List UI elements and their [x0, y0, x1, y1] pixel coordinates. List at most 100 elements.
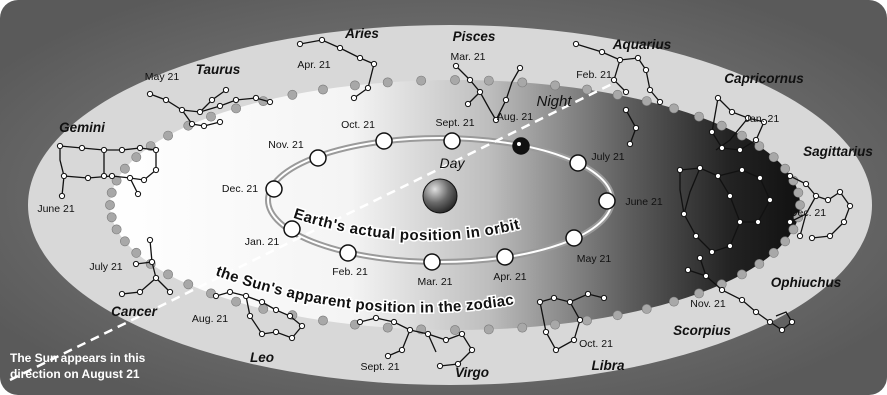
zodiac-label-sept: Sept. 21	[360, 361, 399, 373]
zodiac-dot	[769, 248, 778, 257]
zodiac-dot	[107, 213, 116, 222]
orbit-position-may	[566, 230, 582, 246]
zodiac-dot	[259, 304, 268, 313]
zodiac-label-july: July 21	[89, 261, 122, 273]
constellation-label-aquarius: Aquarius	[612, 37, 672, 52]
zodiac-dot	[769, 153, 778, 162]
zodiac-dot	[717, 121, 726, 130]
zodiac-dot	[164, 131, 173, 140]
constellation-label-scorpius: Scorpius	[673, 323, 731, 338]
zodiac-dot	[551, 81, 560, 90]
orbit-label-july: July 21	[591, 151, 624, 163]
orbit-label-oct: Oct. 21	[341, 119, 375, 131]
zodiac-dot	[417, 76, 426, 85]
zodiac-label-mar: Mar. 21	[450, 51, 485, 63]
constellation-label-aries: Aries	[344, 26, 379, 41]
zodiac-dot	[288, 90, 297, 99]
zodiac-dot	[551, 320, 560, 329]
zodiac-dot	[613, 90, 622, 99]
zodiac-dot	[450, 75, 459, 84]
orbit-label-aug: Aug. 21	[497, 111, 533, 123]
zodiac-dot	[484, 76, 493, 85]
constellation-label-ophiuchus: Ophiuchus	[771, 275, 842, 290]
zodiac-dot	[132, 153, 141, 162]
constellation-label-gemini: Gemini	[59, 120, 105, 135]
orbit-label-jan: Jan. 21	[245, 236, 280, 248]
zodiac-dot	[350, 81, 359, 90]
callout-line-1: The Sun appears in this	[10, 351, 146, 365]
orbit-position-nov	[310, 150, 326, 166]
zodiac-dot	[755, 259, 764, 268]
zodiac-label-dec: Dec. 21	[790, 207, 826, 219]
zodiac-dot	[318, 316, 327, 325]
zodiac-dot	[781, 164, 790, 173]
zodiac-label-apr: Apr. 21	[297, 59, 330, 71]
orbit-label-june: June 21	[625, 196, 663, 208]
zodiac-label-june: June 21	[37, 203, 75, 215]
orbit-label-feb: Feb. 21	[332, 266, 368, 278]
constellation-label-libra: Libra	[591, 358, 624, 373]
zodiac-dot	[120, 164, 129, 173]
zodiac-dot	[383, 323, 392, 332]
orbit-label-apr: Apr. 21	[493, 271, 526, 283]
zodiac-dot	[164, 270, 173, 279]
orbit-label-sept: Sept. 21	[435, 117, 474, 129]
constellation-label-capricornus: Capricornus	[724, 71, 804, 86]
constellation-label-sagittarius: Sagittarius	[803, 144, 873, 159]
night-label: Night	[536, 93, 572, 110]
constellation-label-taurus: Taurus	[196, 62, 241, 77]
zodiac-dot	[737, 131, 746, 140]
orbit-position-apr	[497, 249, 513, 265]
zodiac-dot	[669, 104, 678, 113]
zodiac-dot	[232, 297, 241, 306]
orbit-position-oct	[376, 133, 392, 149]
zodiac-dot	[232, 104, 241, 113]
constellation-label-leo: Leo	[250, 350, 274, 365]
zodiac-label-jan: Jan. 21	[745, 113, 780, 125]
constellation-label-pisces: Pisces	[453, 29, 496, 44]
orbit-label-dec: Dec. 21	[222, 183, 258, 195]
zodiac-dot	[582, 316, 591, 325]
zodiac-label-may: May 21	[145, 71, 180, 83]
orbit-label-nov: Nov. 21	[268, 139, 304, 151]
zodiac-dot	[669, 297, 678, 306]
zodiac-dot	[120, 237, 129, 246]
day-label: Day	[440, 155, 466, 171]
zodiac-dot	[484, 325, 493, 334]
zodiac-label-nov: Nov. 21	[690, 298, 726, 310]
zodiac-label-aug: Aug. 21	[192, 313, 228, 325]
zodiac-dot	[107, 188, 116, 197]
sun	[423, 179, 457, 213]
zodiac-dot	[518, 78, 527, 87]
zodiac-dot	[318, 85, 327, 94]
zodiac-dot	[642, 304, 651, 313]
zodiac-dot	[184, 280, 193, 289]
orbit-position-mar	[424, 254, 440, 270]
zodiac-dot	[112, 225, 121, 234]
orbit-position-sept	[444, 133, 460, 149]
zodiac-label-feb: Feb. 21	[576, 69, 612, 81]
orbit-position-dec	[266, 181, 282, 197]
zodiac-dot	[450, 325, 459, 334]
zodiac-dot	[781, 237, 790, 246]
zodiac-dot	[789, 225, 798, 234]
orbit-label-mar: Mar. 21	[417, 276, 452, 288]
zodiac-dot	[206, 112, 215, 121]
callout-line-2: direction on August 21	[10, 367, 140, 381]
orbit-label-may: May 21	[577, 253, 612, 265]
zodiac-dot	[694, 289, 703, 298]
constellation-label-virgo: Virgo	[455, 365, 489, 380]
earth-aug-highlight	[517, 142, 521, 146]
zodiac-dot	[518, 323, 527, 332]
zodiac-dot	[694, 112, 703, 121]
zodiac-dot	[383, 78, 392, 87]
orbit-position-feb	[340, 245, 356, 261]
zodiac-dot	[737, 270, 746, 279]
zodiac-dot	[582, 85, 591, 94]
zodiac-label-oct: Oct. 21	[579, 338, 613, 350]
constellation-label-cancer: Cancer	[111, 304, 158, 319]
zodiac-dot	[132, 248, 141, 257]
zodiac-dot	[105, 200, 114, 209]
